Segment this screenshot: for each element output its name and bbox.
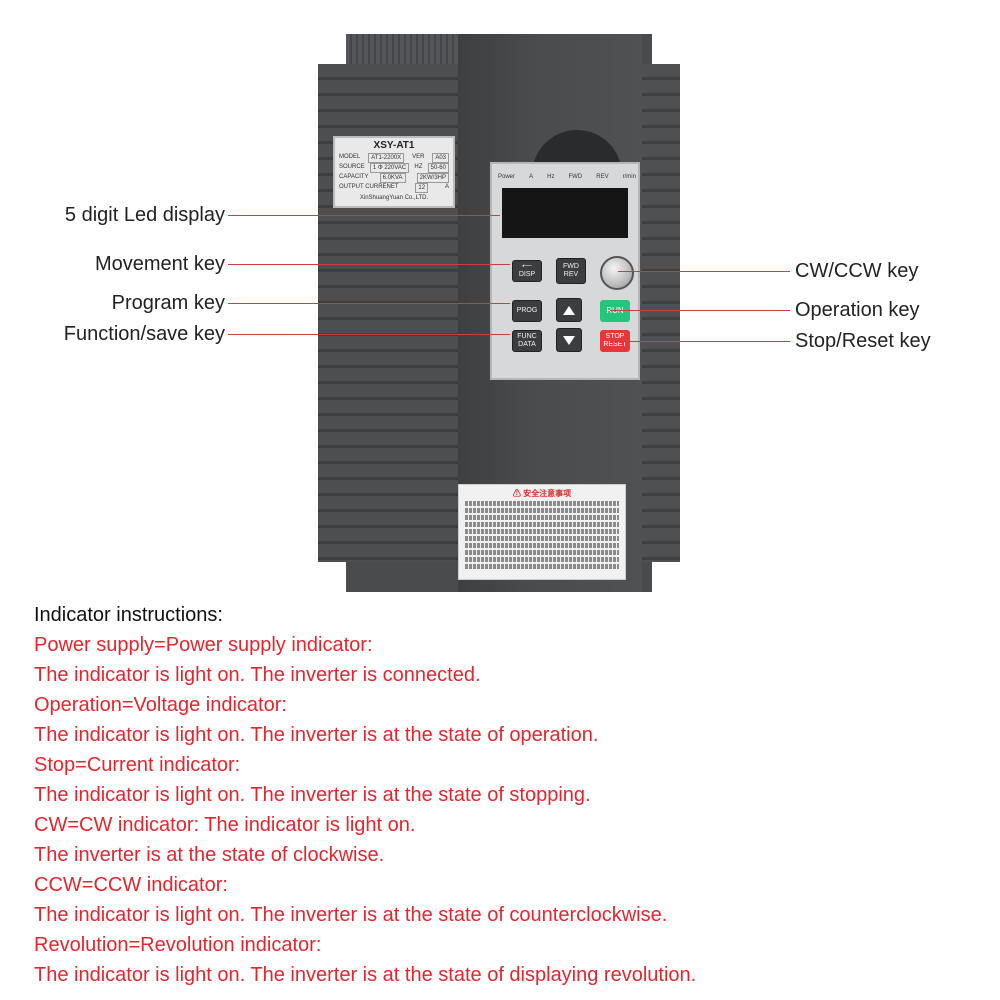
indicator-a: A (529, 174, 534, 180)
instruction-line: Stop=Current indicator: (34, 754, 241, 776)
prog-key[interactable]: PROG (512, 300, 542, 322)
nameplate-row: CAPACITY 6.0KVA 2KW/3HP (339, 173, 449, 183)
instruction-line: The inverter is at the state of clockwis… (34, 844, 385, 866)
warning-text-line (465, 550, 619, 555)
leader-line (618, 271, 790, 272)
callout-led-display: 5 digit Led display (64, 204, 225, 226)
device-heatsink-right (642, 64, 680, 562)
nameplate-label: XSY-AT1 MODEL AT1-2200X VER A03 SOURCE 1… (333, 136, 455, 208)
warning-text-line (465, 508, 619, 513)
disp-key[interactable]: ⟵ DISP (512, 260, 542, 282)
warning-text-line (465, 536, 619, 541)
instruction-line: Operation=Voltage indicator: (34, 694, 287, 716)
indicator-rev: REV (596, 174, 609, 180)
warning-triangle-icon: ⚠ (512, 489, 521, 498)
arrow-up-icon (563, 305, 575, 315)
nameplate-manufacturer: XinShuangYuan Co.,LTD. (359, 195, 429, 201)
warning-text-line (465, 543, 619, 548)
instruction-line: The indicator is light on. The inverter … (34, 784, 591, 806)
callout-cw-ccw-key: CW/CCW key (795, 260, 919, 282)
leader-line (610, 310, 790, 311)
indicator-power: Power (498, 174, 516, 180)
indicator-labels: Power A Hz FWD REV r/min (498, 174, 636, 180)
warning-text-line (465, 529, 619, 534)
indicator-rpm: r/min (622, 174, 636, 180)
rotary-knob[interactable] (600, 256, 634, 290)
instruction-line: CW=CW indicator: The indicator is light … (34, 814, 416, 836)
instruction-line: The indicator is light on. The inverter … (34, 964, 697, 986)
warning-label: ⚠ 安全注意事项 (458, 484, 626, 580)
device-top-ridge (346, 34, 458, 64)
instruction-line: The indicator is light on. The inverter … (34, 904, 668, 926)
arrow-down-icon (563, 335, 575, 345)
callout-stop-reset-key: Stop/Reset key (795, 330, 931, 352)
instruction-line: The indicator is light on. The inverter … (34, 724, 599, 746)
warning-text-line (465, 564, 619, 569)
fwd-rev-key[interactable]: FWD REV (556, 258, 586, 284)
warning-text-line (465, 501, 619, 506)
nameplate-row: MODEL AT1-2200X VER A03 (339, 153, 449, 163)
func-data-key[interactable]: FUNC DATA (512, 330, 542, 352)
instruction-line: Revolution=Revolution indicator: (34, 934, 322, 956)
instruction-line: Power supply=Power supply indicator: (34, 634, 373, 656)
up-key[interactable] (556, 298, 582, 322)
warning-text-line (465, 515, 619, 520)
callout-operation-key: Operation key (795, 299, 920, 321)
nameplate-title: XSY-AT1 (373, 140, 415, 151)
run-key[interactable]: RUN (600, 300, 630, 322)
nameplate-row: SOURCE 1 Φ 220VAC HZ 50-60 (339, 163, 449, 173)
callout-movement-key: Movement key (94, 253, 225, 275)
instruction-line: The indicator is light on. The inverter … (34, 664, 481, 686)
nameplate-row: OUTPUT CURRENET 12 A (339, 183, 449, 193)
leader-line (610, 341, 790, 342)
instruction-line: CCW=CCW indicator: (34, 874, 228, 896)
indicator-hz: Hz (547, 174, 555, 180)
leader-line (228, 215, 500, 216)
instructions-heading: Indicator instructions: (34, 604, 223, 626)
callout-function-save-key: Function/save key (63, 323, 225, 345)
indicator-fwd: FWD (568, 174, 583, 180)
leader-line (228, 334, 510, 335)
leader-line (228, 264, 510, 265)
keypad-panel: Power A Hz FWD REV r/min ⟵ DISP FWD REV … (490, 162, 640, 380)
arrow-left-icon: ⟵ (521, 263, 533, 270)
product-diagram: XSY-AT1 MODEL AT1-2200X VER A03 SOURCE 1… (63, 34, 931, 592)
indicator-instructions: Indicator instructions: Power supply=Pow… (34, 600, 974, 990)
warning-text-line (465, 557, 619, 562)
down-key[interactable] (556, 328, 582, 352)
leader-line (228, 303, 510, 304)
warning-text-line (465, 522, 619, 527)
led-display (502, 188, 628, 238)
warning-title: ⚠ 安全注意事项 (512, 489, 572, 498)
callout-program-key: Program key (111, 292, 225, 314)
